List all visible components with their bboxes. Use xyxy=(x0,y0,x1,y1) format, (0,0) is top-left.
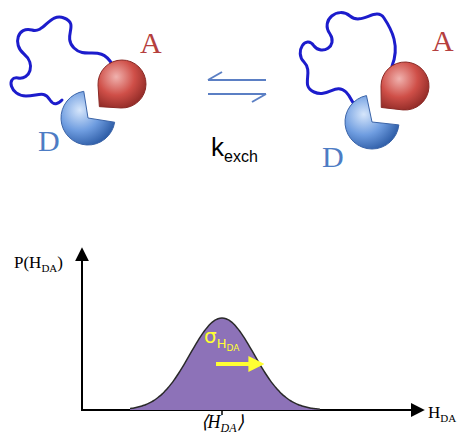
donor-fluorophore: D xyxy=(36,88,118,168)
acceptor-label: A xyxy=(140,28,162,58)
donor-body xyxy=(61,91,115,145)
mean-tick xyxy=(221,410,223,415)
sigma-label: σHDA xyxy=(204,326,239,353)
x-axis-label: HDA xyxy=(428,404,456,424)
subscript: exch xyxy=(224,148,258,165)
y-axis-label: P(HDA) xyxy=(14,254,63,274)
acceptor-fluorophore: A xyxy=(378,22,460,114)
acceptor-label: A xyxy=(432,26,454,56)
subscript: DA xyxy=(41,262,57,274)
subscript: H xyxy=(217,336,227,351)
sigma-symbol: σ xyxy=(204,324,217,348)
acceptor-body xyxy=(381,62,429,110)
equilibrium-arrows xyxy=(208,72,266,102)
label-text: k xyxy=(211,132,224,162)
label-text: ) xyxy=(57,253,63,272)
rate-constant: kexch xyxy=(211,134,258,165)
acceptor-body xyxy=(98,60,146,108)
distribution-fill xyxy=(130,318,320,410)
width-arrow xyxy=(216,362,258,366)
label-text: P(H xyxy=(14,253,41,272)
distribution-outline xyxy=(130,318,320,409)
label-text: ⟩ xyxy=(237,412,244,432)
mean-label: ⟨HDA⟩ xyxy=(201,413,244,434)
donor-fluorophore: D xyxy=(320,92,402,182)
gaussian-shape xyxy=(130,300,320,410)
donor-label: D xyxy=(322,142,344,172)
distribution-curve: σHDA xyxy=(130,300,320,410)
label-text: H xyxy=(208,412,221,432)
subscript: DA xyxy=(221,421,237,435)
protein-chain xyxy=(11,17,112,104)
label-text: H xyxy=(428,403,440,422)
donor-body xyxy=(345,96,399,149)
acceptor-fluorophore: A xyxy=(95,26,170,112)
donor-label: D xyxy=(38,126,60,156)
y-axis xyxy=(81,250,83,411)
label-text: ⟨ xyxy=(201,412,208,432)
subscript: DA xyxy=(226,343,239,353)
subscript: DA xyxy=(440,412,456,424)
